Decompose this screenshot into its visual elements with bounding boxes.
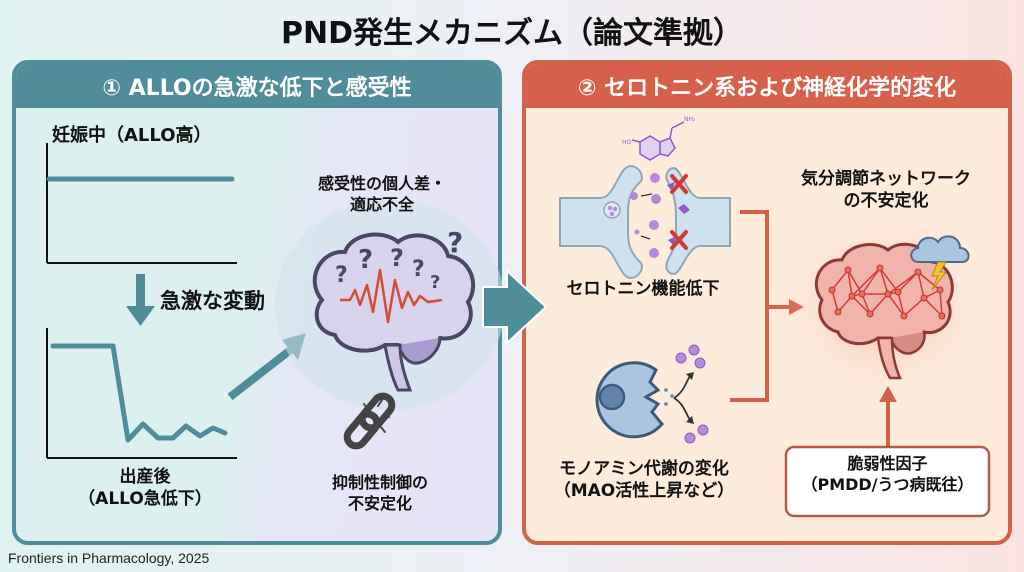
vulnerability-label: 脆弱性因子 （PMDD/うつ病既往） — [786, 454, 989, 496]
vulnerability-label-line1: 脆弱性因子 — [847, 454, 928, 473]
page-title: PND発生メカニズム（論文準拠） — [281, 16, 743, 51]
monoamine-label-line1: モノアミン代謝の変化 — [559, 459, 729, 479]
serotonin-label: セロトニン機能低下 — [566, 279, 720, 299]
network-label-line1: 気分調節ネットワーク — [801, 169, 971, 189]
panel-serotonin-header: ② セロトニン系および神経化学的変化 — [526, 64, 1008, 108]
serotonin-molecule-icon — [631, 121, 685, 161]
inhibition-label-line1: 抑制性制御の — [331, 473, 428, 492]
monoamine-label-line2: （MAO活性上昇など） — [553, 481, 735, 502]
inhibition-label: 抑制性制御の 不安定化 — [300, 473, 460, 515]
postpartum-allo-level-line — [50, 343, 228, 443]
brain-network-icon — [815, 242, 954, 380]
mao-enzyme-icon — [595, 344, 709, 444]
svg-text:?: ? — [430, 272, 440, 293]
vulnerability-box — [784, 445, 991, 518]
pregnancy-label: 妊娠中（ALLO高） — [52, 125, 212, 146]
sensitivity-label-line1: 感受性の個人差・ — [317, 174, 446, 193]
sensitivity-label: 感受性の個人差・ 適応不全 — [292, 174, 472, 216]
panel-allo-header: ① ALLOの急激な低下と感受性 — [16, 64, 498, 108]
svg-text:?: ? — [390, 244, 404, 272]
postpartum-label-line1: 出産後 — [119, 467, 171, 487]
postpartum-label: 出産後 （ALLO急低下） — [50, 466, 240, 510]
center-arrow-icon — [482, 268, 548, 346]
synapse-icon — [559, 164, 731, 280]
molecule-hydroxyl-label: HO — [622, 139, 632, 146]
svg-text:?: ? — [358, 245, 373, 275]
brain-question-icon: ? ? ? ? ? ? — [312, 226, 476, 392]
vulnerability-label-line2: （PMDD/うつ病既往） — [801, 474, 974, 494]
broken-link-icon — [343, 392, 396, 450]
svg-text:?: ? — [335, 263, 348, 288]
network-label-line2: の不安定化 — [843, 191, 929, 212]
molecule-amine-label: NH₂ — [684, 116, 696, 123]
sensitivity-label-line2: 適応不全 — [349, 194, 414, 214]
network-label: 気分調節ネットワーク の不安定化 — [776, 168, 996, 212]
change-label: 急激な変動 — [160, 289, 265, 313]
postpartum-label-line2: （ALLO急低下） — [78, 489, 212, 510]
svg-text:?: ? — [447, 226, 463, 259]
monoamine-label: モノアミン代謝の変化 （MAO活性上昇など） — [534, 458, 754, 502]
up-arrow-icon — [879, 386, 897, 447]
svg-text:?: ? — [412, 257, 425, 282]
brain-signal-line — [340, 268, 443, 324]
down-arrow-icon — [126, 274, 155, 326]
storm-cloud-icon — [910, 235, 970, 291]
inhibition-label-line2: 不安定化 — [347, 493, 412, 513]
source-citation: Frontiers in Pharmacology, 2025 — [8, 550, 210, 566]
blocked-receptor-icon — [670, 174, 688, 250]
